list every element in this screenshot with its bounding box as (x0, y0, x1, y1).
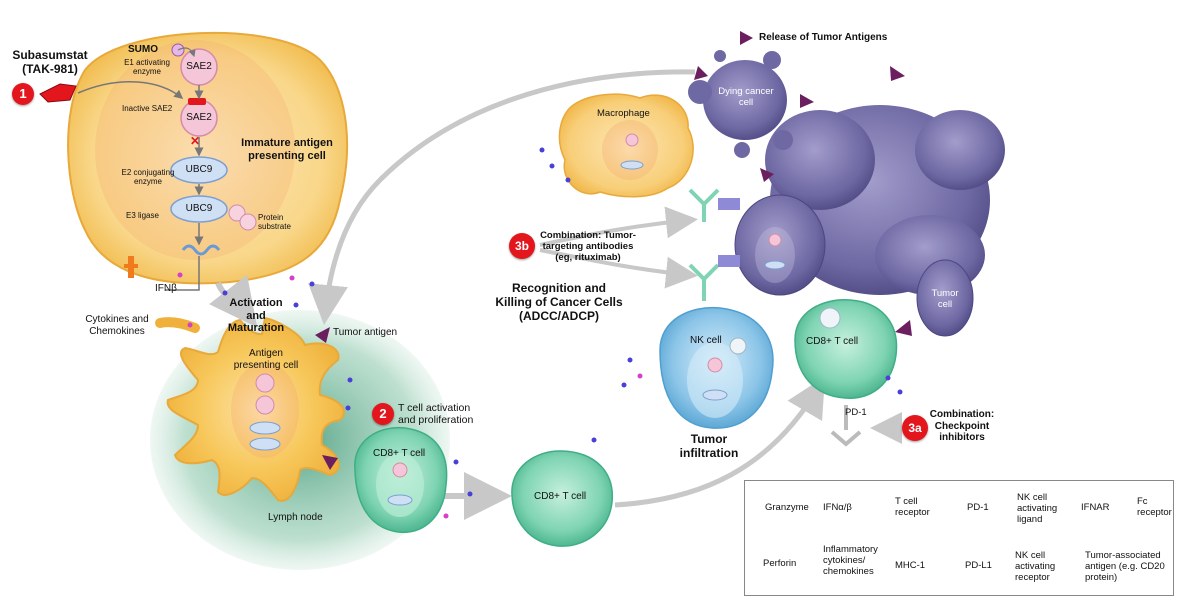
e2-label: E2 conjugating enzyme (121, 168, 175, 187)
arrow-3b-a (539, 206, 698, 247)
macrophage-label: Macrophage (597, 108, 650, 119)
combo-3b-label: Combination: Tumor-targeting antibodies … (540, 230, 636, 263)
pd1-label: PD-1 (845, 407, 867, 418)
arrow-release-to-apc (308, 69, 696, 325)
step-2-badge: 2 (372, 403, 394, 425)
tcell-activation-label: T cell activation and proliferation (398, 402, 474, 427)
cd8-lymph-label: CD8+ T cell (373, 448, 426, 459)
legend-inflammatory: Inflammatory cytokines/ chemokines (823, 544, 878, 577)
svg-text:✕: ✕ (190, 134, 200, 148)
tumor-infiltration-label: Tumor infiltration (679, 432, 739, 460)
legend-mhc1: MHC-1 (895, 560, 926, 571)
immature-apc-title: Immature antigen presenting cell (241, 137, 333, 162)
arrow-3b-b (539, 248, 698, 289)
protein-substrate-label: Protein substrate (258, 213, 291, 232)
legend-granzyme: Granzyme (765, 502, 809, 513)
legend-pd1: PD-1 (967, 502, 989, 513)
dying-cancer-cell (703, 60, 787, 140)
legend-perforin: Perforin (763, 558, 797, 569)
e1-label: E1 activating enzyme (124, 58, 170, 77)
activation-label: Activation and Maturation (227, 297, 285, 335)
inactive-sae2-label: Inactive SAE2 (122, 104, 173, 113)
drug-name: Subasumstat (12, 48, 88, 62)
legend-nk-ligand: NK cell activating ligand (1017, 492, 1058, 525)
ubc9-a-label: UBC9 (185, 164, 213, 175)
tumor-antigen-label: Tumor antigen (333, 327, 398, 338)
legend-taa: Tumor-associated antigen (e.g. CD20 prot… (1085, 550, 1165, 583)
cytokine-dots (177, 147, 903, 519)
sae2-top-label: SAE2 (186, 61, 212, 72)
legend-nk-receptor: NK cell activating receptor (1015, 550, 1056, 583)
cytokines-label: Cytokines and Chemokines (85, 314, 149, 337)
cd8-mid-label: CD8+ T cell (534, 491, 587, 502)
lymph-node-label: Lymph node (268, 512, 323, 523)
legend-fc: Fc receptor (1137, 496, 1172, 518)
combo-3a-label: Combination: Checkpoint inhibitors (929, 409, 995, 443)
nk-cell-label: NK cell (690, 335, 722, 346)
step-3b-badge: 3b (509, 233, 535, 259)
sumo-label: SUMO (128, 44, 158, 55)
sae2-bottom-label: SAE2 (186, 112, 212, 123)
cd8-mid-cell (511, 450, 613, 547)
legend-tcr: T cell receptor (895, 496, 930, 518)
ubc9-b-label: UBC9 (185, 203, 213, 214)
arrow-activation (209, 274, 258, 328)
legend-ifnar: IFNAR (1081, 502, 1110, 513)
recognition-label: Recognition and Killing of Cancer Cells … (495, 281, 623, 323)
legend-pdl1: PD-L1 (965, 560, 992, 571)
drug-code: (TAK-981) (22, 62, 78, 76)
legend-box: Granzyme IFNα/β T cell receptor PD-1 NK … (744, 480, 1174, 596)
arrow-mid-to-tumor (614, 376, 826, 508)
subasumstat-marker (39, 83, 77, 103)
step-3a-badge: 3a (902, 415, 928, 441)
tumor-cell-label: Tumor cell (931, 288, 959, 310)
cd8-tumor-label: CD8+ T cell (806, 336, 859, 347)
cd8-tumor-cell (794, 299, 898, 399)
ifn-beta-label: IFNβ (155, 283, 177, 294)
step-1-badge: 1 (12, 83, 34, 105)
release-label: Release of Tumor Antigens (759, 32, 888, 43)
apc-label: Antigen presenting cell (233, 348, 299, 371)
dying-cancer-label: Dying cancer cell (718, 86, 774, 108)
legend-ifn: IFNα/β (823, 502, 852, 513)
e3-label: E3 ligase (126, 211, 159, 220)
